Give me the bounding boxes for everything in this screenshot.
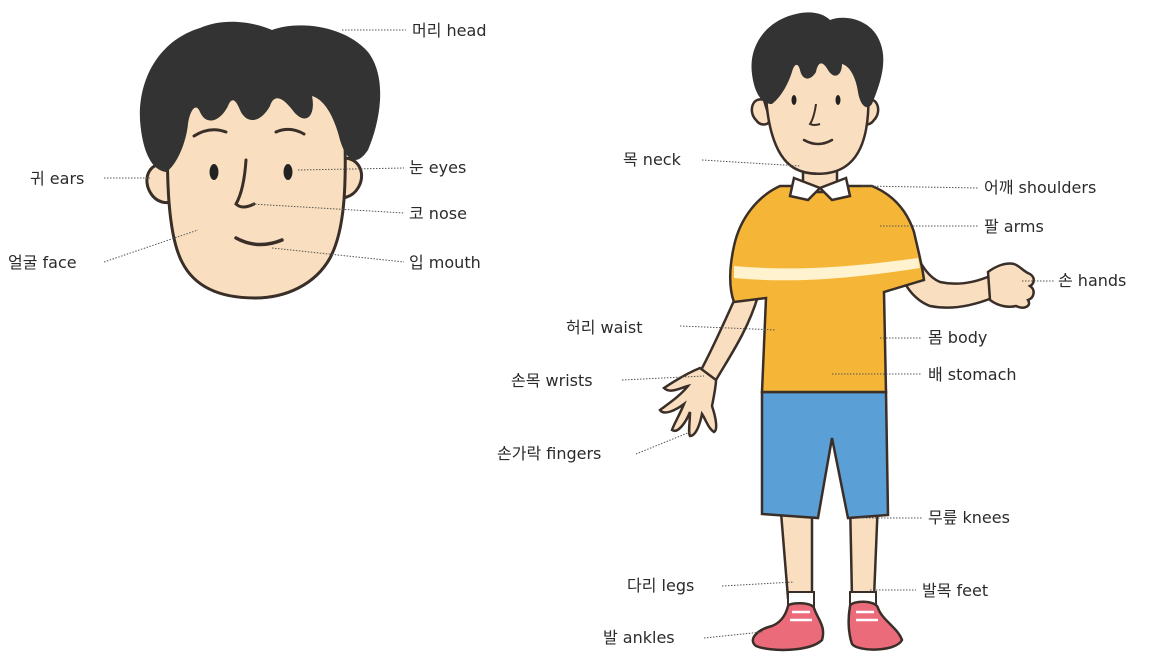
leader-line-shoulders: [862, 186, 978, 188]
label-mouth: 입 mouth: [409, 255, 481, 271]
leader-line-fingers: [636, 432, 690, 454]
label-eyes: 눈 eyes: [409, 160, 466, 176]
left-shoe: [753, 603, 823, 650]
head-illustration: [140, 22, 380, 298]
label-hands: 손 hands: [1058, 273, 1126, 289]
label-shoulders: 어깨 shoulders: [984, 180, 1096, 196]
label-knees: 무릎 knees: [928, 510, 1010, 526]
label-ankles: 발 ankles: [603, 630, 675, 646]
left-eye: [210, 164, 219, 180]
left-arm: [700, 292, 758, 380]
label-legs: 다리 legs: [627, 578, 694, 594]
label-head: 머리 head: [412, 23, 486, 39]
leader-line-legs: [722, 582, 794, 586]
label-nose: 코 nose: [409, 206, 467, 222]
label-face: 얼굴 face: [8, 255, 77, 271]
label-ears: 귀 ears: [30, 171, 84, 187]
label-fingers: 손가락 fingers: [497, 446, 601, 462]
label-waist: 허리 waist: [566, 320, 642, 336]
right-eye: [284, 164, 293, 180]
label-stomach: 배 stomach: [928, 367, 1017, 383]
body-left-eye: [792, 95, 797, 105]
shorts: [762, 392, 888, 518]
right-shoe: [849, 602, 902, 650]
label-wrists: 손목 wrists: [511, 373, 593, 389]
shirt: [730, 186, 924, 392]
right-hand: [988, 263, 1034, 307]
label-body: 몸 body: [928, 330, 987, 346]
label-feet: 발목 feet: [922, 583, 988, 599]
label-neck: 목 neck: [623, 152, 681, 168]
label-arms: 팔 arms: [984, 219, 1044, 235]
body-right-eye: [836, 95, 841, 105]
